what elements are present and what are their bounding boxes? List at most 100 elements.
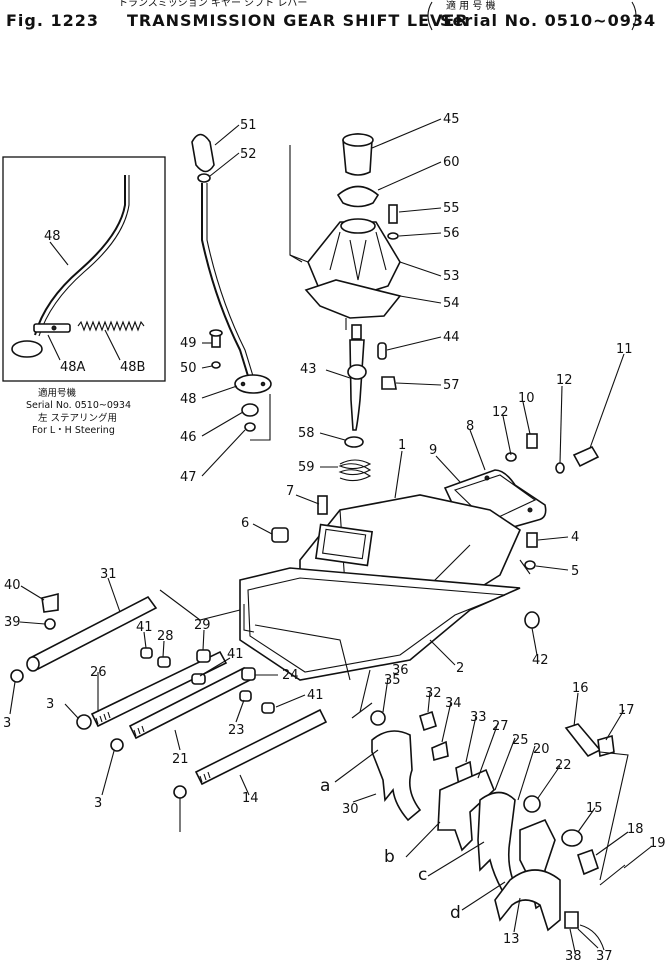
callout-14: 14 [242,791,259,806]
callout-3c: 3 [94,796,102,811]
inset-note-jp-serial: 適用号機 [38,387,77,399]
title-jp-caption: トランスミッション ギヤー シフト レバー [118,0,307,9]
callout-6: 6 [241,516,249,531]
fork-13 [494,869,561,932]
inset-spring-48b [77,320,145,332]
inset-label-48: 48 [44,229,61,244]
leader-lines [9,118,653,953]
inner-lever-43 [349,339,365,431]
callout-40: 40 [4,578,21,593]
case-window [314,523,374,567]
callout-29: 29 [194,618,211,633]
rod-26 [90,650,228,728]
ball-35 [370,710,386,726]
callout-12b: 12 [556,373,573,388]
letter-d: d [450,903,461,923]
callout-50: 50 [180,361,197,376]
serial-jp: 適 用 号 機 [446,0,496,12]
shift-rods [10,589,328,799]
pin-28 [157,656,171,668]
callout-4: 4 [571,530,579,545]
title-block: トランスミッション ギヤー シフト レバー Fig. 1223 TRANSMIS… [6,0,655,31]
callout-10: 10 [518,391,535,406]
callout-51: 51 [240,118,257,133]
callout-34: 34 [445,696,462,711]
bolt-4 [526,532,538,548]
bushing-32 [419,710,437,732]
plug-42 [524,611,540,629]
plug-3c [110,738,124,752]
serial-bracket-right [631,1,637,31]
lever-rod [201,183,249,377]
callout-41b: 41 [227,647,244,662]
callout-56: 56 [443,226,460,241]
pin-41a [140,647,153,659]
inset-note-steering: For L・H Steering [32,425,115,436]
lever-bracket-line [250,394,271,441]
base-plate-2 [239,567,521,681]
pin-44 [377,342,387,360]
fork-27 [437,768,495,852]
knob-nut [197,173,211,183]
callout-39: 39 [4,615,21,630]
transmission-case [239,494,540,681]
callout-18: 18 [627,822,644,837]
callout-33: 33 [470,710,487,725]
callout-26: 26 [90,665,107,680]
callout-21: 21 [172,752,189,767]
letter-callouts: a b c d [320,776,461,923]
cover-assembly [289,133,402,330]
plug-6 [271,527,289,543]
callout-12a: 12 [492,405,509,420]
lever-base-plate [234,374,272,394]
inset-box: 48 48A 48B [2,156,166,382]
letter-a: a [320,776,330,796]
callout-49: 49 [180,336,197,351]
callout-15: 15 [586,801,603,816]
callout-22: 22 [555,758,572,773]
callout-31: 31 [100,567,117,582]
callout-25: 25 [512,733,529,748]
callout-1: 1 [398,438,406,453]
callout-labels: 51 52 45 60 55 56 53 54 44 43 57 49 50 4… [3,112,665,964]
callout-17: 17 [618,703,635,718]
callout-44: 44 [443,330,460,345]
callout-11: 11 [616,342,633,357]
pin-41b [191,673,206,685]
nut-46 [241,403,259,417]
breather-7 [317,495,328,515]
callout-41c: 41 [307,688,324,703]
shift-forks [351,702,629,951]
inset-label-48b: 48B [120,360,145,375]
plug-3d [173,785,187,799]
callout-16: 16 [572,681,589,696]
callout-43: 43 [300,362,317,377]
pin-41c [261,702,275,714]
callout-59: 59 [298,460,315,475]
callout-3a: 3 [3,716,11,731]
callout-53: 53 [443,269,460,284]
callout-13: 13 [503,932,520,947]
callout-28: 28 [157,629,174,644]
inset-notes: 適用号機 Serial No. 0510~0934 左 ステアリング用 For … [26,387,131,436]
callout-32: 32 [425,686,442,701]
spring-34 [431,740,449,762]
spring-59 [338,459,372,482]
plug-11 [572,445,600,468]
callout-36: 36 [392,663,409,678]
lever-knob [191,133,215,173]
callout-35: 35 [384,673,401,688]
callout-55: 55 [443,201,460,216]
washer-58 [344,436,364,448]
callout-58: 58 [298,426,315,441]
callout-47: 47 [180,470,197,485]
callout-41a: 41 [136,620,153,635]
ball-39 [44,618,56,630]
callout-5: 5 [571,564,579,579]
bolt-38 [564,911,579,929]
boot-60 [336,185,380,208]
callout-9: 9 [429,443,437,458]
callout-54: 54 [443,296,460,311]
callout-8: 8 [466,419,474,434]
callout-60: 60 [443,155,460,170]
